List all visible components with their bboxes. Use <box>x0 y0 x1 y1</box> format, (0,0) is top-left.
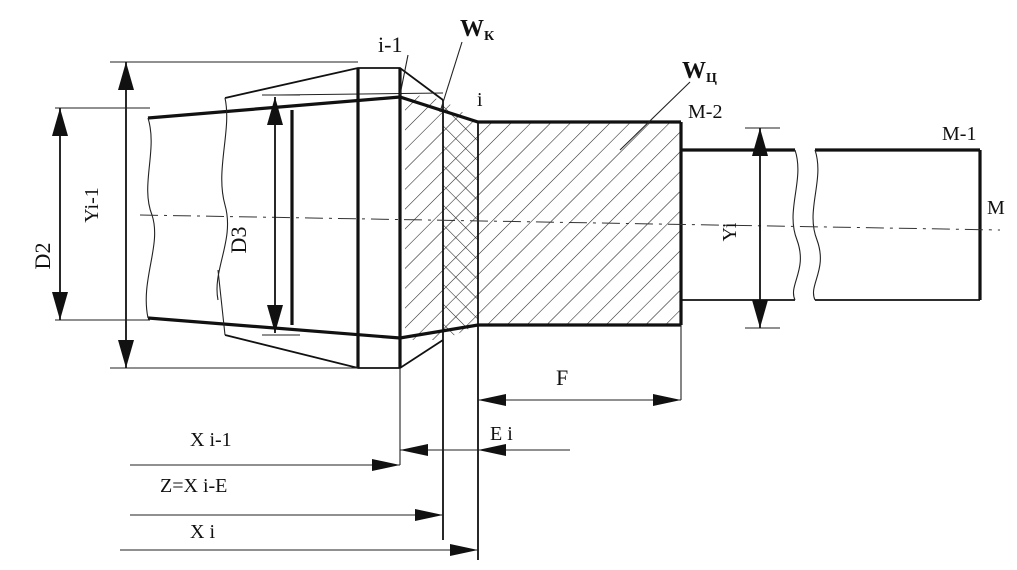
label-wk: WК <box>460 16 495 44</box>
dimension-f <box>478 394 681 406</box>
label-xi1: X i-1 <box>190 429 232 451</box>
label-i: i <box>477 89 483 111</box>
section-lines <box>290 68 682 560</box>
center-axis <box>139 214 1001 231</box>
wc-leader <box>619 81 691 151</box>
i-minus-1-leader <box>399 54 409 96</box>
prior-step-outline <box>217 67 444 369</box>
dimension-yi <box>745 127 780 329</box>
label-m2: M-2 <box>688 101 722 123</box>
label-i-minus-1: i-1 <box>378 32 402 57</box>
dimension-ei <box>400 444 570 456</box>
label-m: M <box>987 197 1005 219</box>
label-wc: WЦ <box>682 58 717 86</box>
break-lines <box>145 97 821 319</box>
label-f: F <box>556 365 568 390</box>
label-z: Z=X i-E <box>160 475 227 497</box>
dimension-d3 <box>262 94 300 336</box>
label-ei: E i <box>490 423 513 445</box>
dimension-x-lines <box>120 459 478 556</box>
label-xi: X i <box>190 521 215 543</box>
label-d2: D2 <box>30 243 55 270</box>
dimension-d2 <box>110 61 358 369</box>
label-m1: M-1 <box>942 123 976 145</box>
dimension-yi1 <box>52 107 150 321</box>
label-yi1: Yi-1 <box>81 187 103 223</box>
label-yi: Yi <box>719 222 741 241</box>
label-d3: D3 <box>226 227 251 254</box>
wk-leader <box>439 41 463 113</box>
hatch-zone-wk <box>405 93 478 340</box>
